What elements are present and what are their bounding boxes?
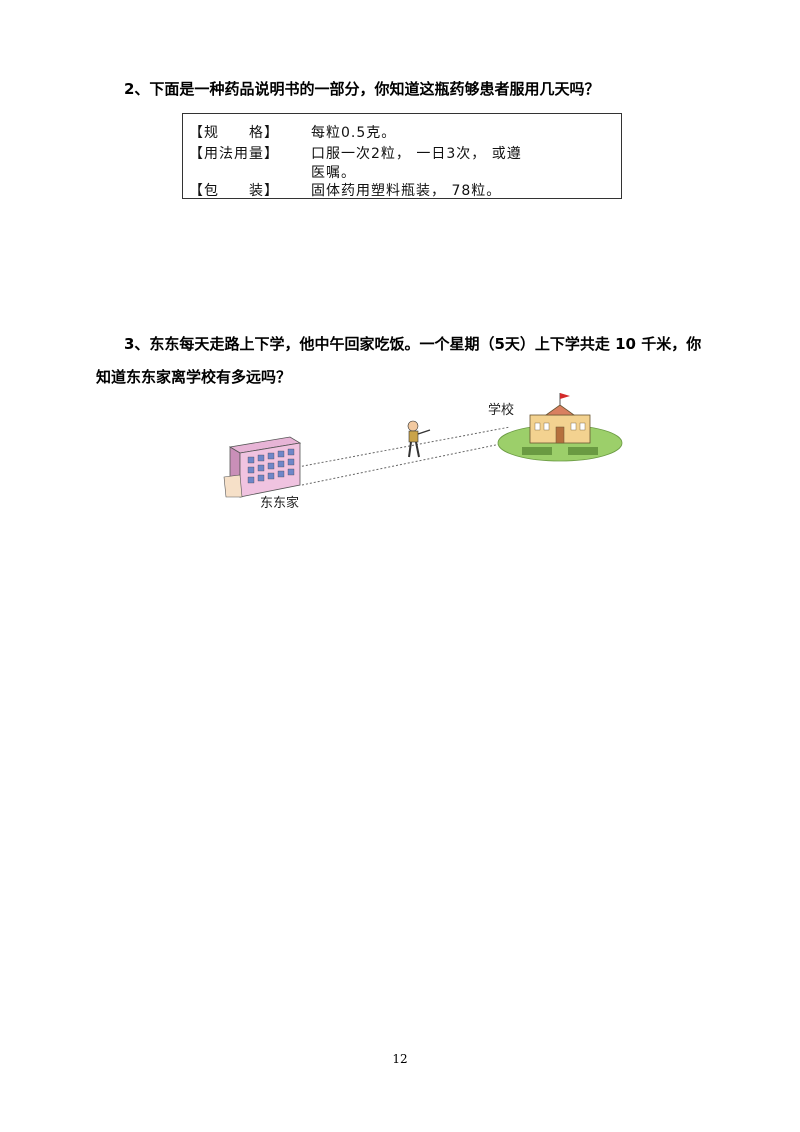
illustration-svg bbox=[223, 393, 623, 498]
spec-row-dosage-cont: 医嘱。 bbox=[311, 162, 356, 182]
spec-label: 【用法用量】 bbox=[189, 146, 279, 162]
road-line-lower bbox=[301, 440, 516, 486]
spec-label: 【包 装】 bbox=[189, 183, 279, 199]
spec-value: 口服一次2粒， 一日3次， 或遵 bbox=[311, 146, 522, 162]
spec-label: 【规 格】 bbox=[189, 125, 279, 141]
spec-value: 每粒0.5克。 bbox=[311, 125, 397, 141]
boy-walking-icon bbox=[407, 420, 431, 458]
school-building-icon bbox=[497, 393, 623, 462]
question-3-title-line1: 3、东东每天走路上下学，他中午回家吃饭。一个星期（5天）上下学共走 10 千米，… bbox=[124, 335, 702, 353]
question-3-title-line2: 知道东东家离学校有多远吗？ bbox=[96, 368, 292, 386]
page-number: 12 bbox=[392, 1052, 408, 1066]
home-school-illustration: 学校 东东家 bbox=[210, 385, 630, 520]
spec-value: 固体药用塑料瓶装， 78粒。 bbox=[311, 183, 502, 199]
spec-row-package: 【包 装】 固体药用塑料瓶装， 78粒。 bbox=[189, 180, 501, 200]
school-label: 学校 bbox=[488, 403, 515, 418]
question-2-title: 2、下面是一种药品说明书的一部分，你知道这瓶药够患者服用几天吗？ bbox=[124, 80, 600, 98]
spec-row-size: 【规 格】 每粒0.5克。 bbox=[189, 122, 396, 142]
medicine-spec-box: 【规 格】每粒0.5克。 【用法用量】口服一次2粒， 一日3次， 或遵 医嘱。 … bbox=[182, 113, 622, 199]
road-line-upper bbox=[297, 426, 511, 468]
spec-value: 医嘱。 bbox=[311, 165, 356, 181]
spec-row-dosage: 【用法用量】 口服一次2粒， 一日3次， 或遵 bbox=[189, 143, 522, 163]
home-label: 东东家 bbox=[260, 496, 300, 511]
home-building-icon bbox=[223, 436, 302, 498]
